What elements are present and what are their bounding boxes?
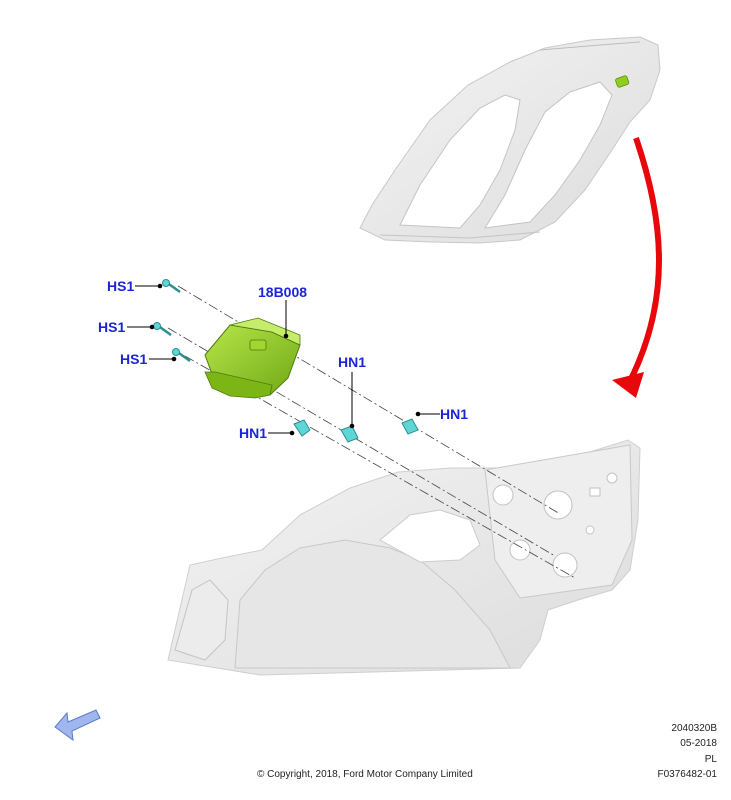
copyright-notice: © Copyright, 2018, Ford Motor Company Li… — [257, 769, 473, 780]
screw-hs1-middle — [153, 322, 172, 337]
callout-hn1-right: HN1 — [440, 406, 468, 422]
leader-dots — [149, 283, 421, 436]
vehicle-body-side-frame — [359, 36, 661, 244]
location-arrow — [612, 137, 662, 398]
callout-hn1-left: HN1 — [239, 425, 267, 441]
figure-number: F0376482-01 — [657, 769, 718, 780]
control-module-18B008 — [204, 317, 301, 399]
reference-code: 2040320B — [671, 723, 717, 734]
callout-module-18B008: 18B008 — [258, 284, 307, 300]
reference-date: 05-2018 — [680, 738, 717, 749]
rear-quarter-panel — [167, 439, 641, 676]
callout-hn1-upper: HN1 — [338, 354, 366, 370]
down-left-arrow-icon[interactable] — [54, 709, 101, 742]
clip-hn1-middle — [340, 425, 359, 443]
clip-hn1-right — [401, 418, 419, 435]
clip-hn1-left — [293, 419, 311, 437]
screw-hs1-bottom — [172, 348, 191, 363]
screw-hs1-top — [162, 279, 181, 294]
leader-lines — [127, 285, 440, 434]
reference-language: PL — [704, 754, 717, 765]
callout-hs1-middle: HS1 — [98, 319, 125, 335]
callout-hs1-top: HS1 — [107, 278, 134, 294]
callout-hs1-bottom: HS1 — [120, 351, 147, 367]
